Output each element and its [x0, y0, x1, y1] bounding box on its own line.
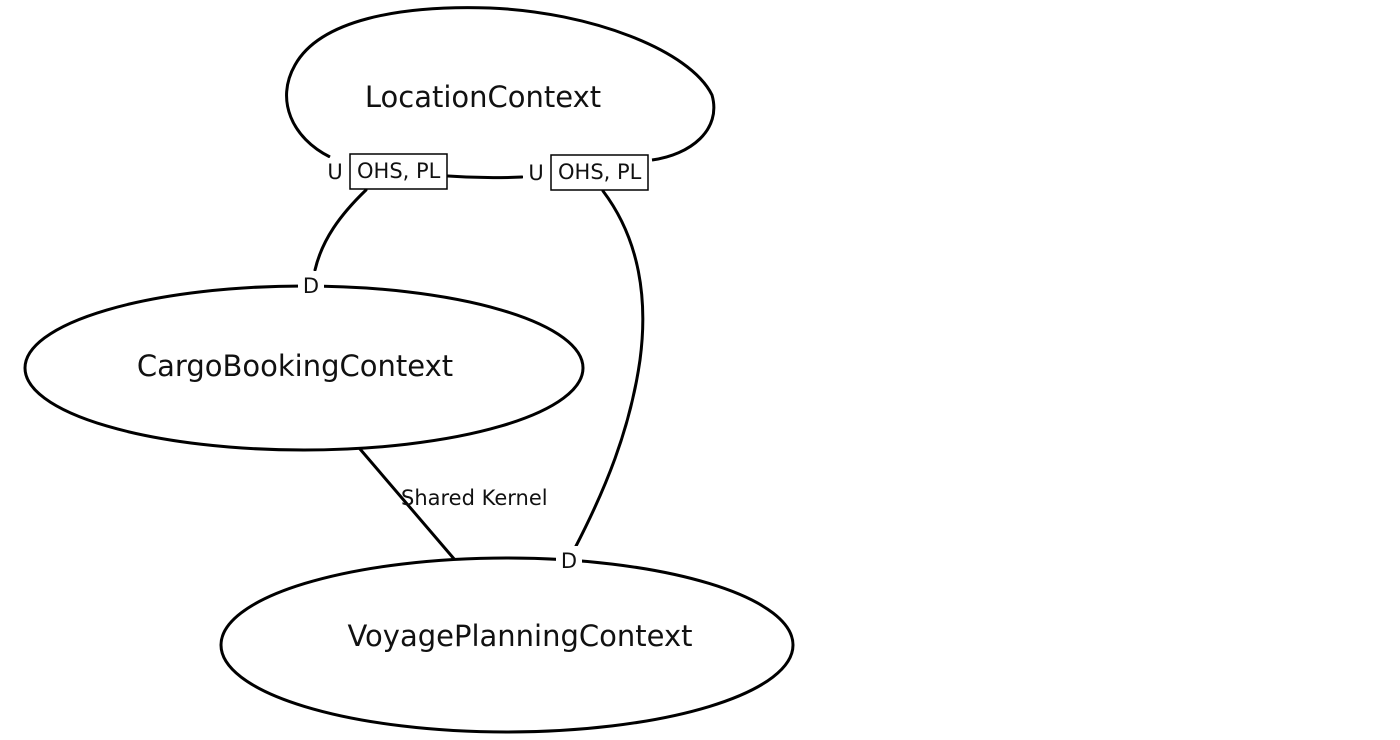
shared-kernel-label: Shared Kernel	[401, 486, 548, 510]
upstream-marker-left: U	[327, 160, 342, 184]
downstream-marker-bg-voyage	[556, 546, 582, 572]
downstream-marker-voyage: D	[561, 549, 577, 573]
edge-location-to-cargo	[313, 188, 368, 272]
downstream-marker-cargo: D	[303, 274, 319, 298]
upstream-tags-left: OHS, PL	[357, 159, 441, 183]
location-context-label: LocationContext	[365, 80, 601, 114]
voyage-planning-context-label: VoyagePlanningContext	[347, 619, 692, 653]
edge-location-to-voyage	[573, 189, 645, 550]
upstream-marker-bg-right	[523, 159, 549, 185]
edge-cargo-voyage-shared-kernel	[358, 447, 457, 562]
upstream-marker-right: U	[528, 161, 543, 185]
downstream-marker-bg-cargo	[298, 271, 324, 297]
voyage-planning-context-ellipse[interactable]	[219, 556, 795, 734]
upstream-tags-box-right	[550, 154, 649, 191]
location-context-ellipse[interactable]	[285, 6, 716, 162]
upstream-tags-box-left	[349, 153, 448, 190]
upstream-marker-bg-left	[322, 158, 348, 184]
cargo-booking-context-label: CargoBookingContext	[137, 349, 453, 383]
edge-location-connector	[446, 174, 524, 180]
upstream-tags-right: OHS, PL	[558, 160, 642, 184]
